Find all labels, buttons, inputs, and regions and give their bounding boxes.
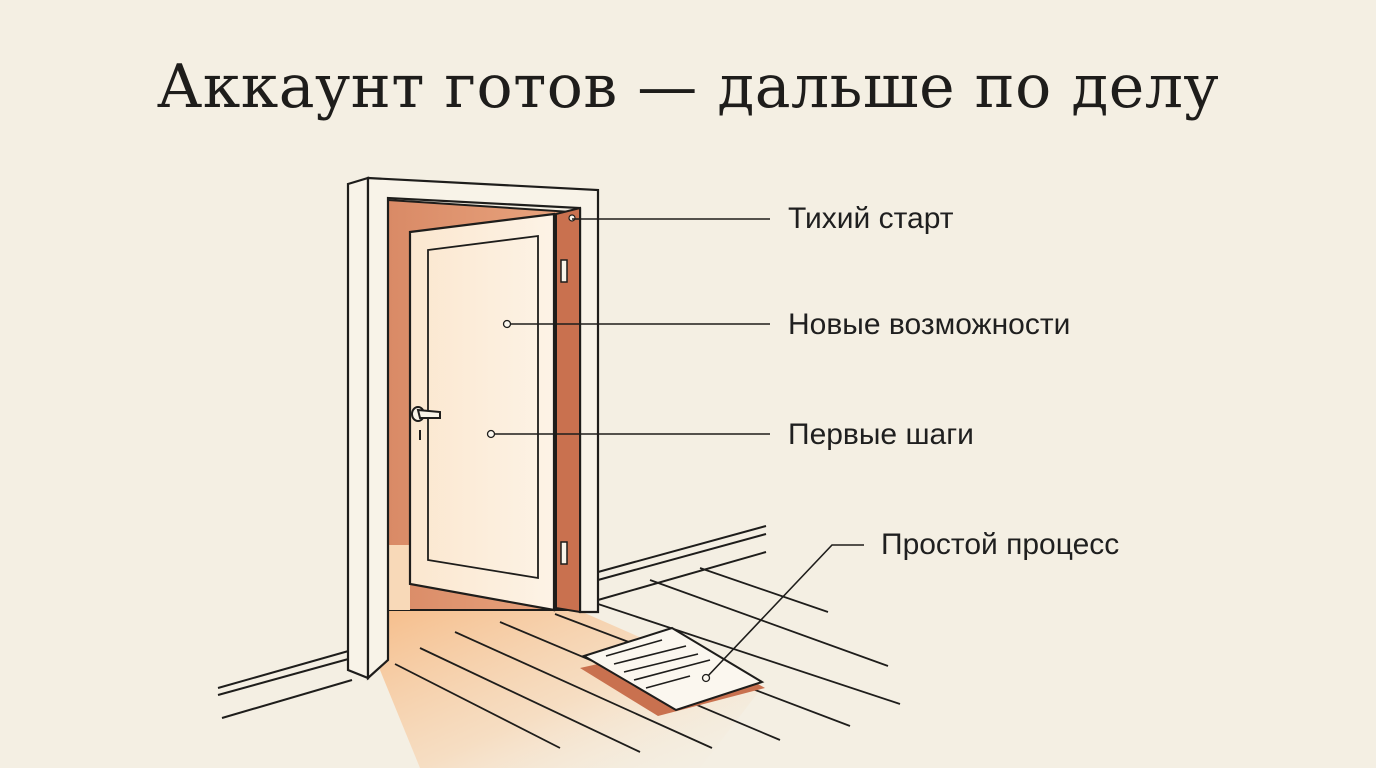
leader-dots: [486, 319, 711, 683]
door-handle-icon: [411, 406, 441, 440]
door-jamb: [555, 206, 581, 614]
callout-first-steps: Первые шаги: [788, 418, 974, 451]
page-title: Аккаунт готов — дальше по делу: [156, 52, 1220, 122]
callout-simple-process: Простой процесс: [881, 528, 1120, 561]
door-leaf: [408, 212, 556, 612]
door-panel: [427, 234, 539, 580]
baseboard-left: [217, 649, 353, 719]
paper-on-floor: [580, 626, 765, 716]
leader-lines: [491, 218, 864, 679]
baseboard-right: [597, 525, 767, 601]
callout-quiet-start: Тихий старт: [788, 202, 954, 235]
callout-new-features: Новые возможности: [788, 308, 1071, 341]
floor-planks: [394, 567, 901, 753]
